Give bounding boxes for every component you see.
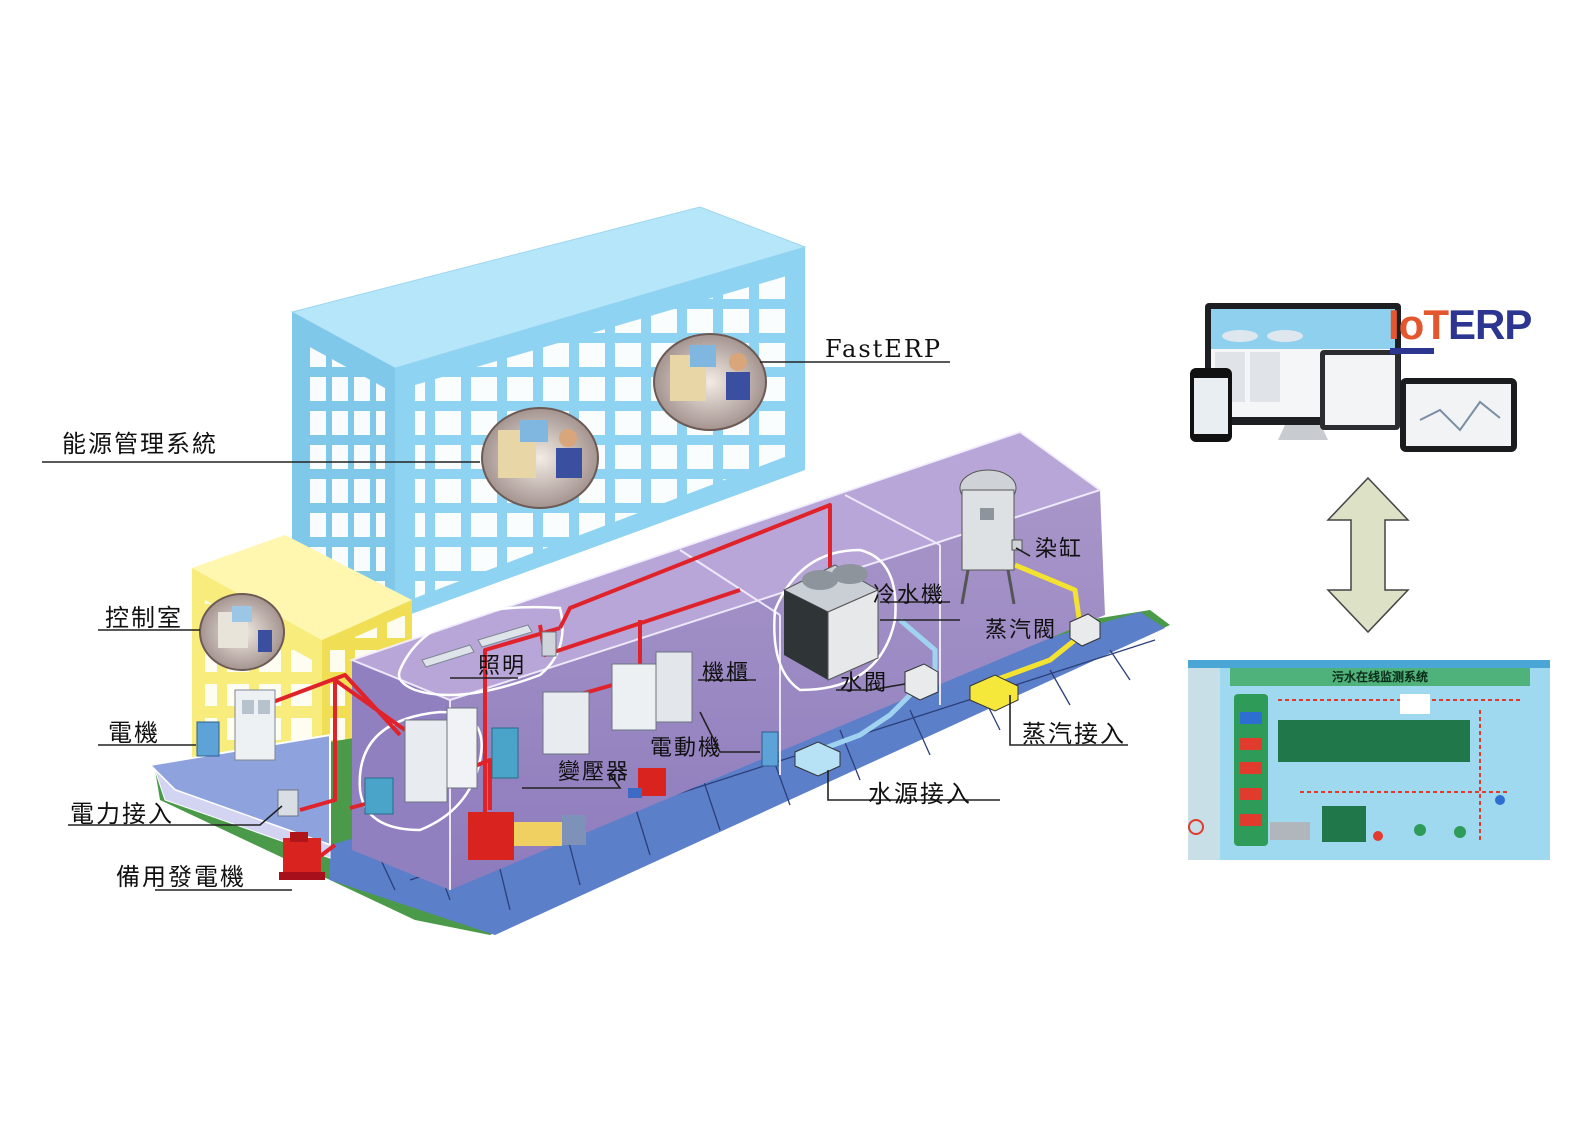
logo-erp: ERP [1447, 301, 1532, 348]
ioterp-logo [1390, 348, 1434, 354]
label-water-access: 水源接入 [868, 780, 972, 808]
label-energy-management-system: 能源管理系統 [62, 430, 218, 458]
logo-iot: IoT [1388, 301, 1449, 348]
fasterp-bubble [653, 333, 767, 431]
control-cabinet [234, 689, 276, 761]
steam-valve-box [1069, 613, 1101, 647]
water-valve-box [904, 663, 939, 701]
label-water-valve: 水閥 [840, 671, 889, 696]
motor-unit-2 [761, 731, 779, 767]
power-access-box [277, 789, 299, 817]
water-lines [819, 618, 938, 753]
ioterp-logo-text: IoTERP [1388, 301, 1532, 348]
label-dye-vat: 染缸 [1035, 537, 1084, 562]
chiller-unit [782, 564, 880, 681]
water-access-box [794, 741, 841, 777]
monitor-screenshot [1188, 660, 1550, 860]
electric-motor-unit [628, 768, 666, 798]
steam-access-box [969, 674, 1019, 712]
double-arrow-icon [1326, 476, 1410, 634]
dye-vat [959, 469, 1023, 605]
lighting-fixture [421, 624, 557, 668]
label-chiller: 冷水機 [873, 583, 946, 608]
leader-lines [42, 361, 1128, 891]
iot-devices-illustration [1190, 303, 1517, 452]
label-backup-generator: 備用發電機 [116, 863, 246, 891]
label-steam-access: 蒸汽接入 [1022, 720, 1126, 748]
label-steam-valve: 蒸汽閥 [985, 618, 1058, 643]
monitor-title: 污水在线监测系统 [1331, 670, 1428, 684]
motor-unit [196, 721, 220, 757]
control-room-bubble [199, 593, 285, 671]
steam-lines [989, 562, 1083, 685]
label-transformer: 變壓器 [558, 760, 631, 785]
label-control-room: 控制室 [105, 604, 183, 632]
label-power-access: 電力接入 [70, 800, 174, 828]
transformer-unit [468, 812, 586, 860]
energy-system-bubble [481, 407, 599, 509]
label-motor: 電機 [108, 719, 160, 747]
distribution-cabinets [542, 651, 693, 755]
label-cabinet: 機櫃 [702, 661, 751, 686]
switch-cabinets [364, 707, 519, 815]
label-electric-motor: 電動機 [650, 736, 723, 761]
backup-generator [279, 832, 325, 880]
label-fasterp: FastERP [825, 335, 943, 363]
label-lighting: 照明 [478, 654, 527, 679]
